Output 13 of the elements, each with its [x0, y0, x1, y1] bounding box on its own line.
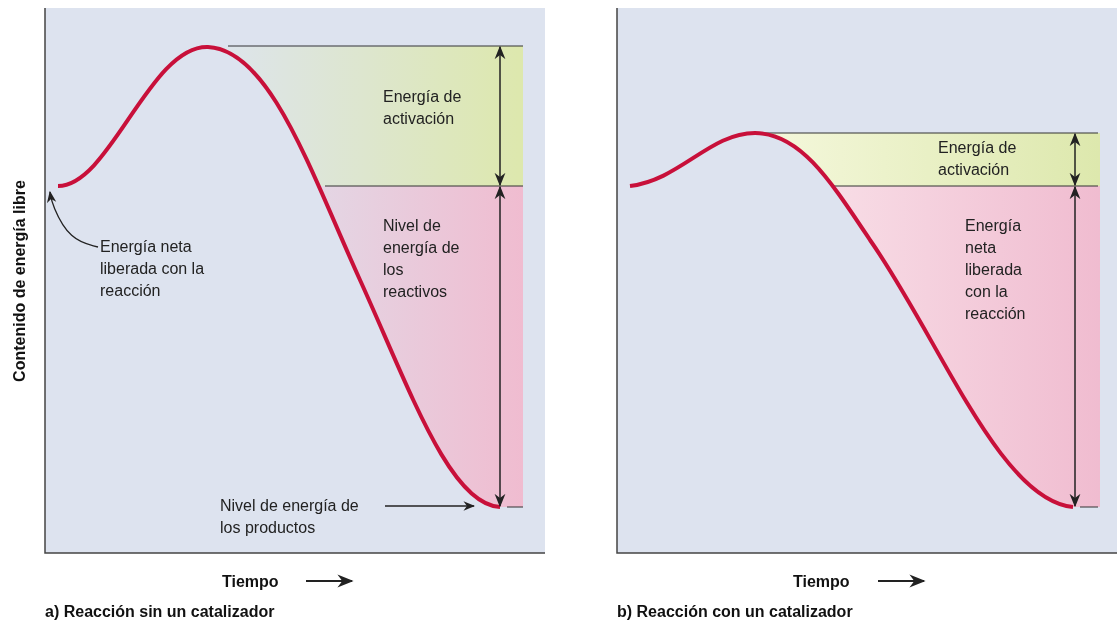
caption: b) Reacción con un catalizador	[617, 602, 854, 622]
annotation-text: Nivel de energía de los reactivos	[383, 216, 461, 302]
axis-title: Tiempo	[793, 572, 851, 592]
annotation-text: Energía de activación	[938, 138, 1018, 180]
callout-text: Nivel de energía de los productos	[220, 495, 365, 539]
annotation-text: Energía neta liberada con la reacción	[965, 216, 1027, 324]
caption: a) Reacción sin un catalizador	[45, 602, 276, 622]
callout-text: Energía neta liberada con la reacción	[100, 236, 212, 302]
leader-line	[46, 190, 99, 248]
annotation-text: Energía de activación	[383, 87, 463, 129]
leader-line	[384, 501, 476, 511]
axis-title: Contenido de energía libre	[10, 179, 29, 384]
axis-title: Tiempo	[222, 572, 280, 592]
